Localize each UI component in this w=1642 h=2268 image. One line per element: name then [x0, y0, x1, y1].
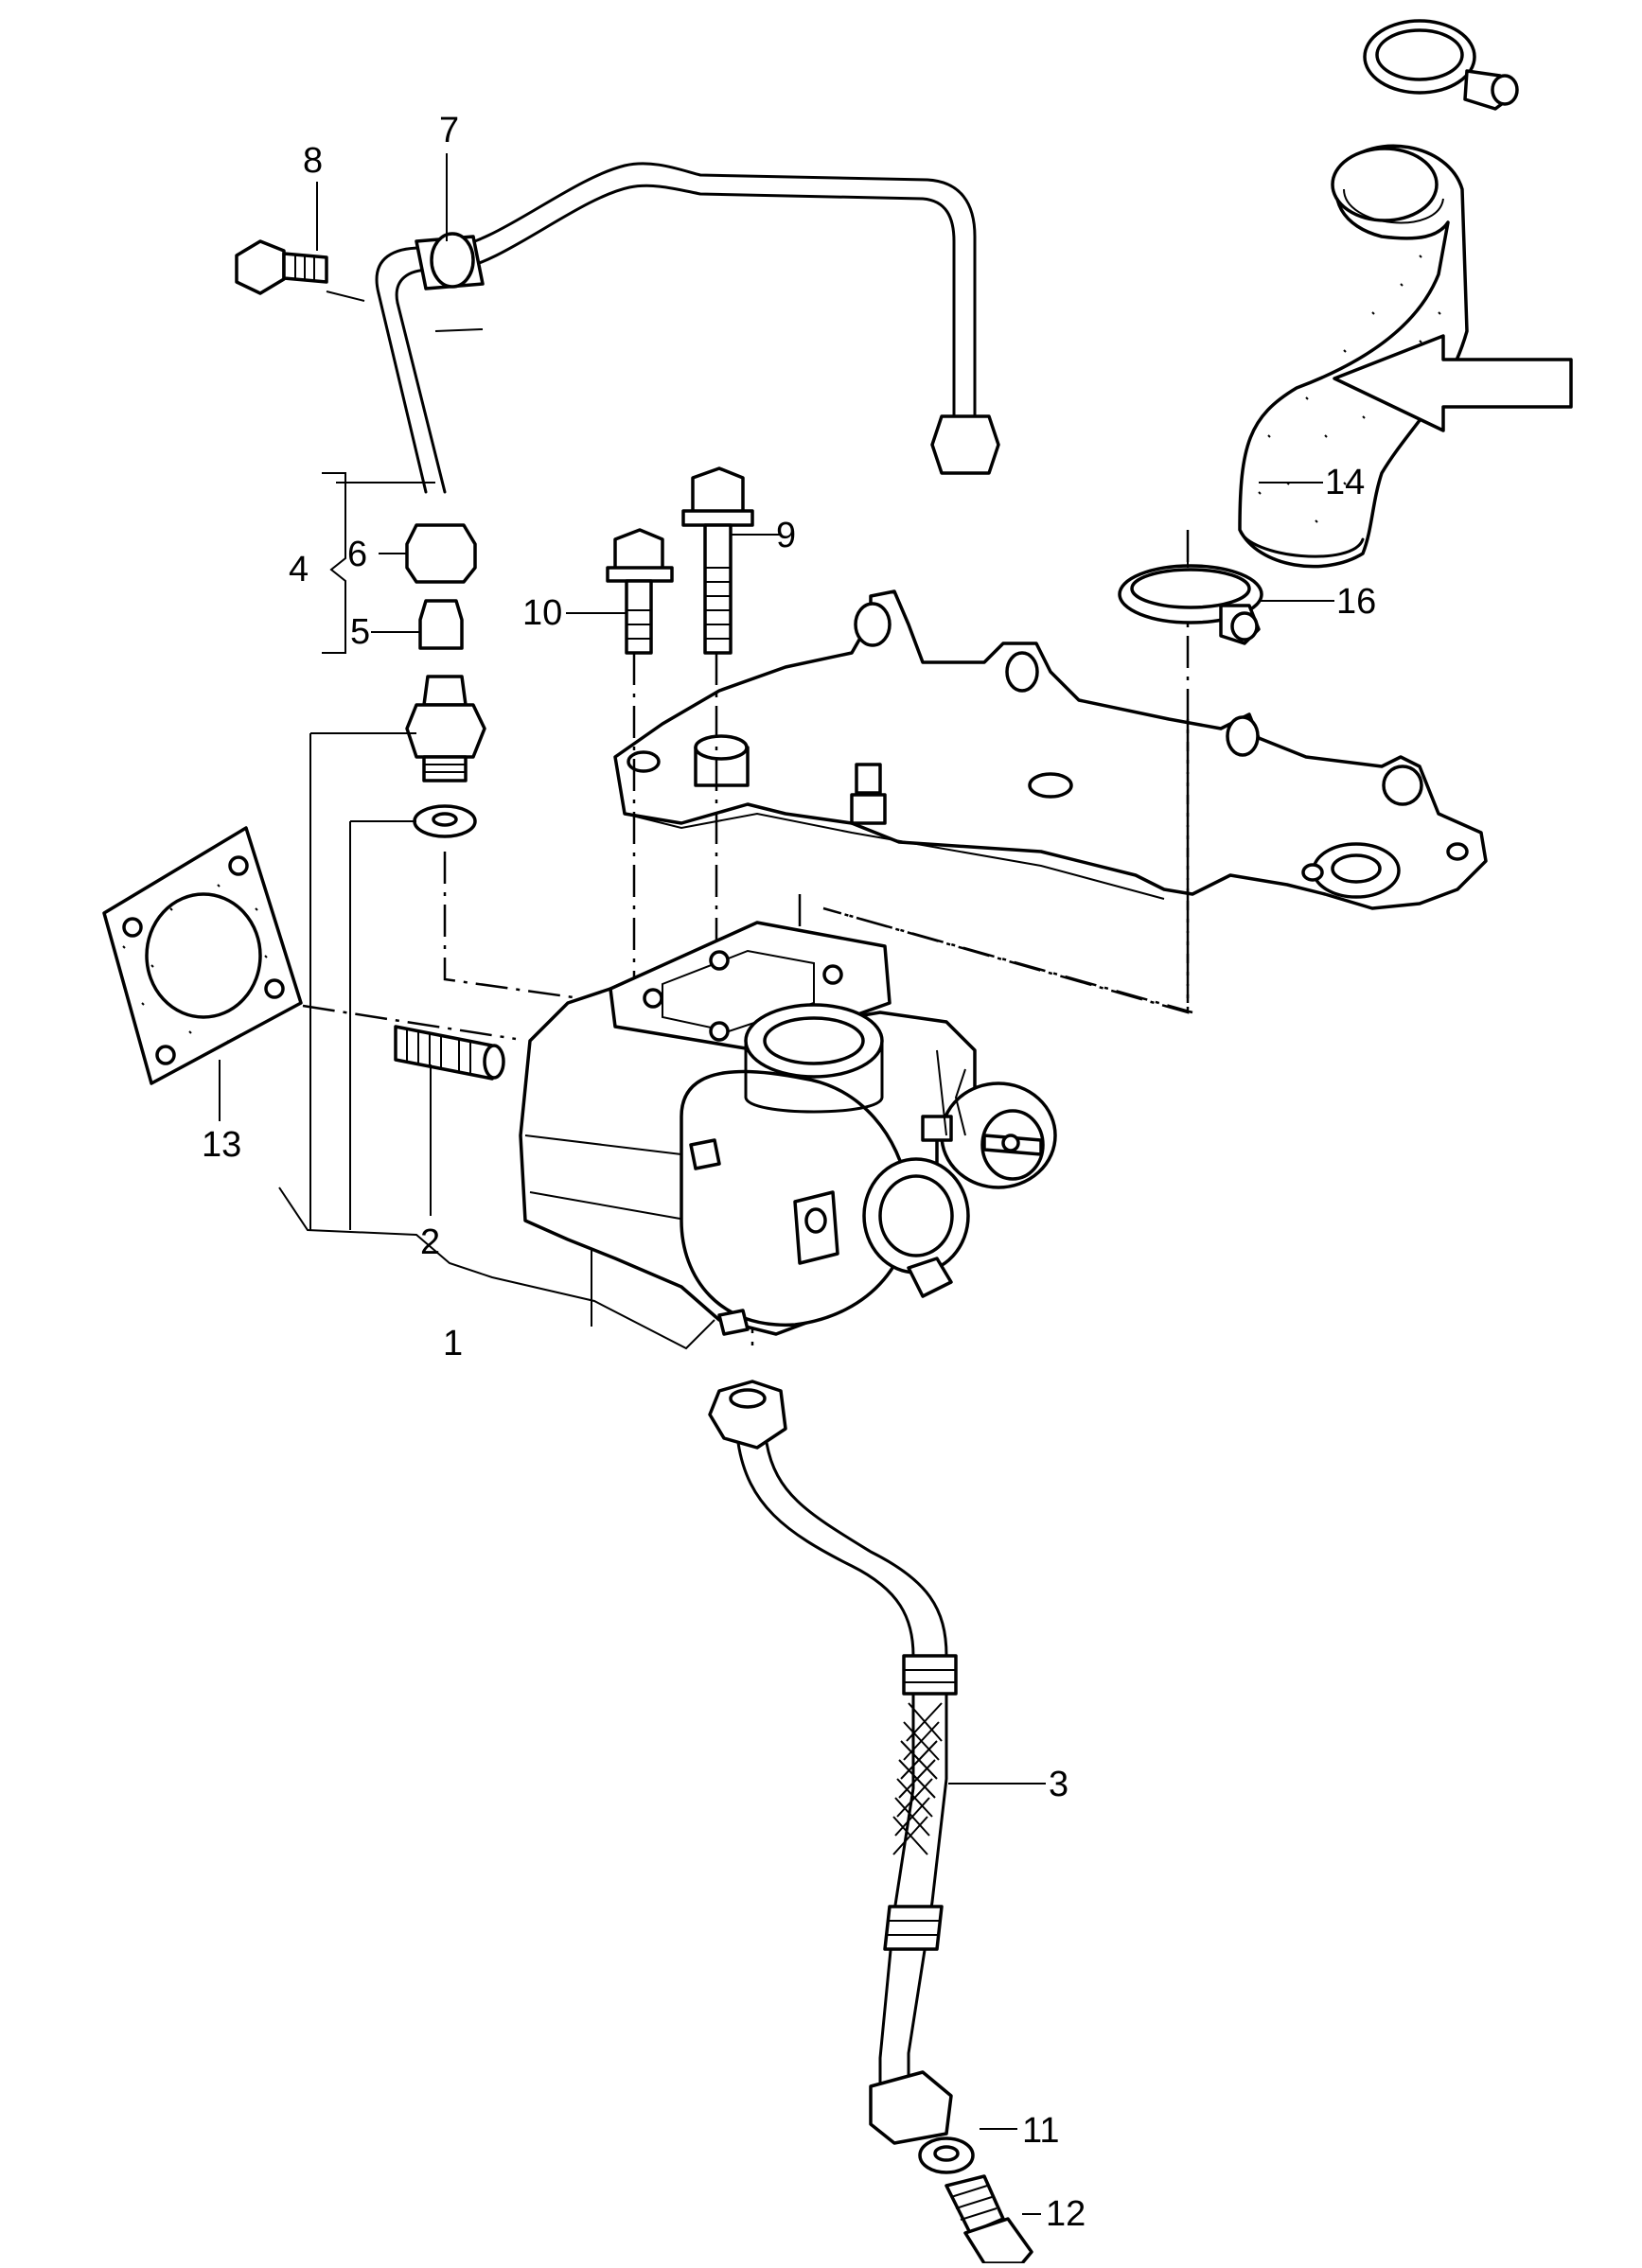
- sealing-washer[interactable]: [413, 804, 477, 838]
- threaded-union[interactable]: [405, 675, 486, 782]
- callout-9: 9: [776, 516, 796, 555]
- callout-6: 6: [347, 535, 367, 574]
- callout-12: 12: [1046, 2194, 1086, 2234]
- intake-hose[interactable]: [1238, 144, 1469, 569]
- arrow-left-icon: [1333, 334, 1573, 432]
- top-clamp[interactable]: [1363, 19, 1519, 111]
- callout-7: 7: [439, 111, 459, 150]
- callout-2: 2: [420, 1222, 440, 1262]
- callout-11: 11: [1022, 2111, 1059, 2151]
- callout-16: 16: [1336, 582, 1376, 622]
- turbocharger[interactable]: [519, 921, 1057, 1336]
- oil-supply-pipe[interactable]: [375, 162, 1000, 494]
- olive-fitting[interactable]: [418, 599, 464, 650]
- flange-gasket[interactable]: [102, 826, 303, 1085]
- oil-return-line[interactable]: [708, 1380, 958, 2145]
- callout-3: 3: [1049, 1765, 1068, 1804]
- callout-1: 1: [443, 1324, 463, 1363]
- return-line-washer[interactable]: [918, 2136, 975, 2174]
- return-line-union[interactable]: [945, 2174, 1033, 2265]
- bolt-long[interactable]: [681, 466, 754, 655]
- callout-4: 4: [289, 550, 309, 589]
- leader-lines: [219, 153, 1334, 2215]
- exhaust-manifold[interactable]: [613, 589, 1488, 910]
- stud[interactable]: [394, 1025, 505, 1081]
- hose-clamp[interactable]: [1118, 564, 1263, 645]
- callout-14: 14: [1325, 463, 1365, 502]
- bolt-short[interactable]: [606, 528, 674, 655]
- banjo-bolt[interactable]: [235, 239, 328, 295]
- callout-10: 10: [522, 593, 562, 633]
- callout-labels: 7 8 6 4 5 9 10 14 16 13 2 1 3 11 12: [202, 111, 1376, 2234]
- callout-8: 8: [303, 141, 323, 181]
- union-nut[interactable]: [405, 523, 477, 584]
- callout-5: 5: [350, 612, 370, 652]
- callout-13: 13: [202, 1125, 241, 1165]
